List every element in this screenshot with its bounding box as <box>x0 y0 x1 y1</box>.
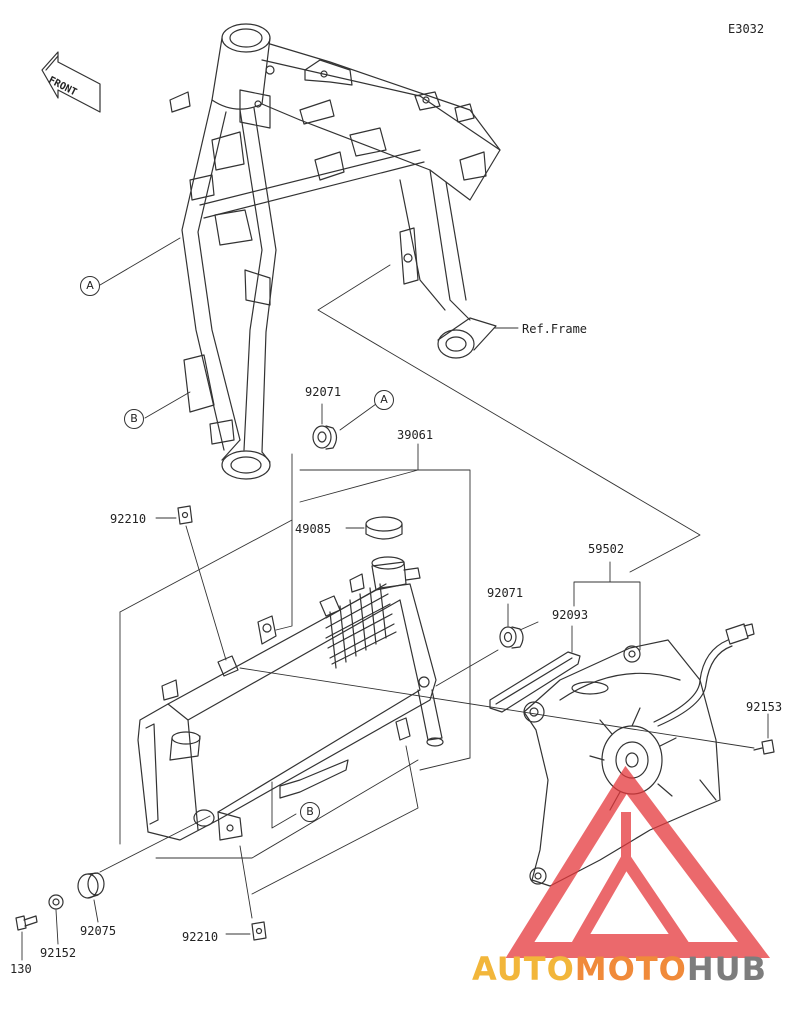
brand-part-auto: AUTO <box>472 950 575 988</box>
part-label-92071-top: 92071 <box>305 385 342 399</box>
frame-drawing <box>169 23 501 480</box>
part-label-92152: 92152 <box>40 946 77 960</box>
part-label-49085: 49085 <box>295 522 332 536</box>
callout-b-frame: B <box>124 409 144 429</box>
part-label-130: 130 <box>10 962 32 976</box>
diagram-code: E3032 <box>728 22 765 36</box>
watermark-logo-icon <box>505 765 771 958</box>
part-label-92093: 92093 <box>552 608 589 622</box>
brand-part-hub: HUB <box>686 950 768 988</box>
part-label-92071-mid: 92071 <box>487 586 524 600</box>
part-label-92153: 92153 <box>746 700 783 714</box>
watermark-brand: AUTOMOTOHUB <box>472 950 767 988</box>
callout-b-radiator: B <box>300 802 320 822</box>
radiator-drawing <box>137 556 444 841</box>
front-arrow-icon <box>41 51 101 113</box>
fan-assembly-59502 <box>523 623 755 887</box>
bolt-130 <box>15 915 38 931</box>
seal-strip-92093 <box>489 651 581 713</box>
brand-part-moto: MOTO <box>574 950 687 988</box>
grommet-92075 <box>77 872 105 899</box>
ref-frame-label: Ref.Frame <box>522 322 588 336</box>
part-label-92210-bottom: 92210 <box>182 930 219 944</box>
grommet-92071-top <box>312 425 338 450</box>
bolt-92153 <box>753 739 775 755</box>
part-label-92210-top: 92210 <box>110 512 147 526</box>
part-label-39061: 39061 <box>397 428 434 442</box>
clip-92210-top <box>177 505 193 525</box>
grommet-92071-mid <box>499 626 524 649</box>
clip-92210-bottom <box>251 921 267 941</box>
collar-92152 <box>48 894 64 910</box>
callout-a-radiator: A <box>374 390 394 410</box>
part-label-59502: 59502 <box>588 542 625 556</box>
radiator-cap-49085 <box>365 516 403 540</box>
part-label-92075: 92075 <box>80 924 117 938</box>
callout-a-frame: A <box>80 276 100 296</box>
